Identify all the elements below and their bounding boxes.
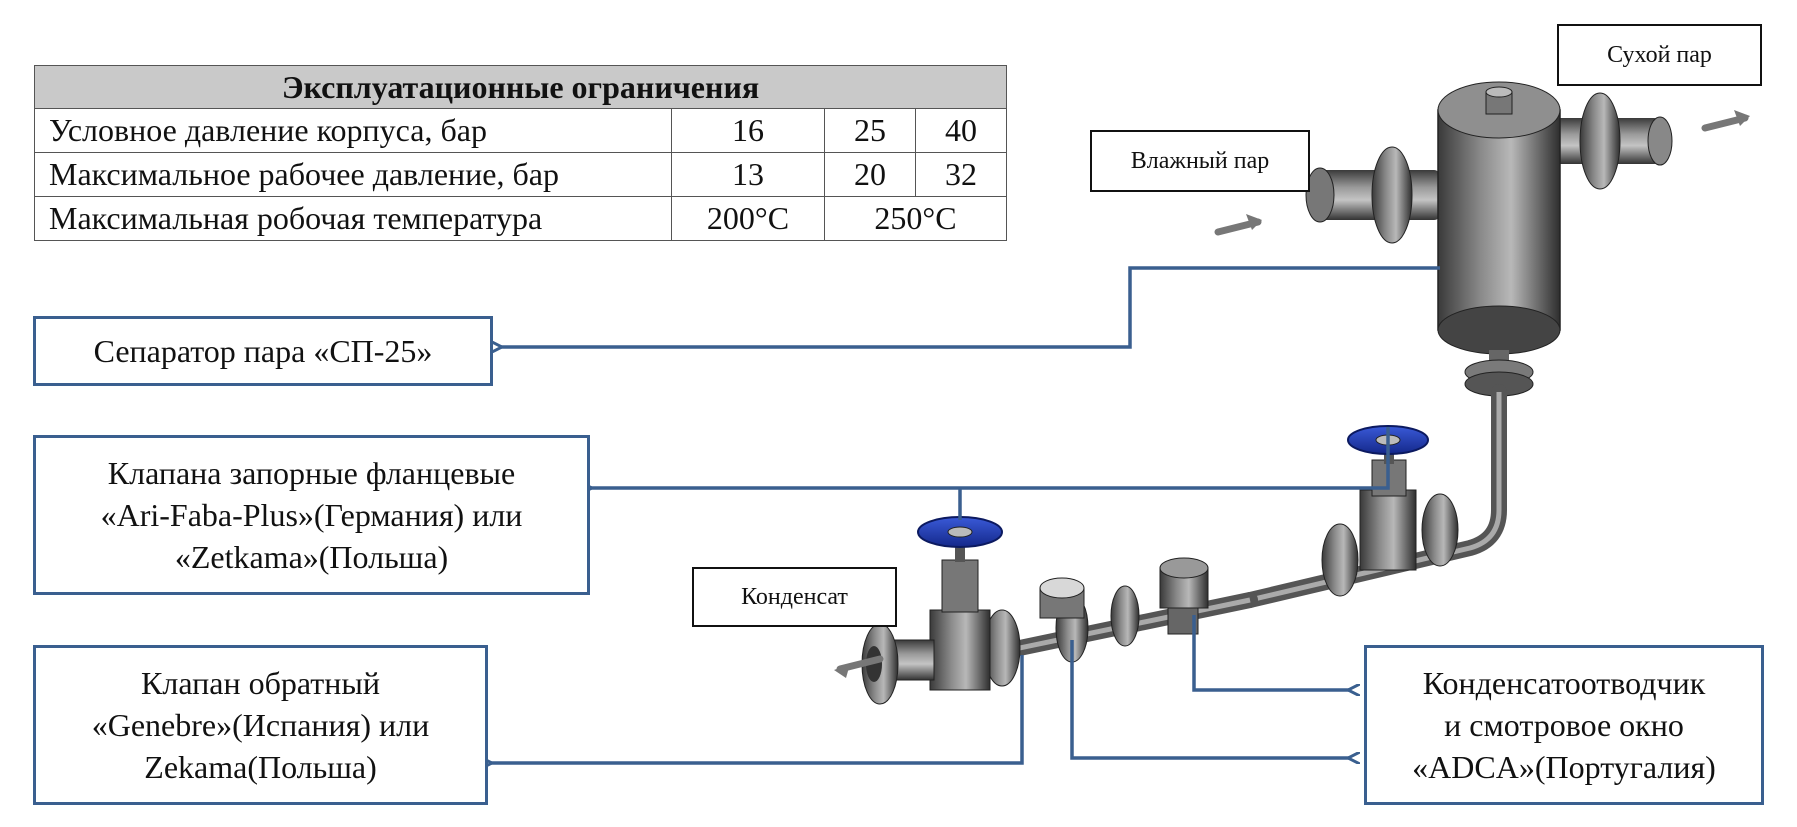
cell-value: 16 (671, 108, 825, 153)
callout-line: «Genebre»(Испания) или (91, 707, 430, 743)
leader-sight-glass (1070, 640, 1350, 758)
leader-check-valve (490, 655, 1024, 763)
flow-arrow-out (1701, 110, 1750, 132)
cell-value: 250°С (824, 196, 1007, 241)
steam-separator (1305, 81, 1673, 397)
table-title: Эксплуатационные ограничения (34, 65, 1007, 109)
table-header-row: Эксплуатационные ограничения (34, 65, 1007, 109)
table-row: Максимальное рабочее давление, бар 13 20… (34, 152, 1007, 197)
row-label: Максимальное рабочее давление, бар (34, 152, 672, 197)
condensate-label: Конденсат (692, 567, 897, 627)
leader-separator (500, 266, 1440, 347)
callout-shutoff-valves: Клапана запорные фланцевые «Ari-Faba-Plu… (33, 435, 590, 595)
cell-value: 25 (824, 108, 916, 153)
callout-check-valve: Клапан обратный «Genebre»(Испания) или Z… (33, 645, 488, 805)
callout-separator: Сепаратор пара «СП-25» (33, 316, 493, 386)
callout-line: «Ari-Faba-Plus»(Германия) или (100, 497, 523, 533)
callout-line: «Zetkama»(Польша) (174, 539, 449, 575)
flow-arrow-condensate (834, 655, 884, 678)
cell-value: 200°С (671, 196, 825, 241)
callout-line: Клапана запорные фланцевые (107, 455, 516, 491)
callout-trap: Конденсатоотводчик и смотровое окно «ADC… (1364, 645, 1764, 805)
row-label: Максимальная робочая температура (34, 196, 672, 241)
leader-lines (490, 266, 1440, 763)
callout-line: «ADCA»(Португалия) (1412, 749, 1716, 785)
cell-value: 20 (824, 152, 916, 197)
cell-value: 40 (915, 108, 1007, 153)
flow-arrow-in (1214, 214, 1262, 236)
shutoff-valve-lower (861, 516, 1021, 705)
callout-line: Клапан обратный (141, 665, 380, 701)
dry-steam-label: Сухой пар (1557, 24, 1762, 86)
wet-steam-label: Влажный пар (1090, 130, 1310, 192)
operating-limits-table: Эксплуатационные ограничения Условное да… (34, 65, 1007, 241)
sight-glass (1039, 577, 1089, 663)
cell-value: 32 (915, 152, 1007, 197)
callout-line: Сепаратор пара «СП-25» (93, 333, 433, 369)
cell-value: 13 (671, 152, 825, 197)
table-row: Максимальная робочая температура 200°С 2… (34, 196, 1007, 241)
leader-trap (1192, 615, 1350, 690)
shutoff-valve-upper (1321, 425, 1459, 597)
callout-line: Конденсатоотводчик (1422, 665, 1706, 701)
callout-line: и смотровое окно (1444, 707, 1684, 743)
steam-trap (1110, 557, 1209, 647)
callout-line: Zekama(Польша) (144, 749, 377, 785)
leader-shutoff-valves (590, 427, 1390, 520)
